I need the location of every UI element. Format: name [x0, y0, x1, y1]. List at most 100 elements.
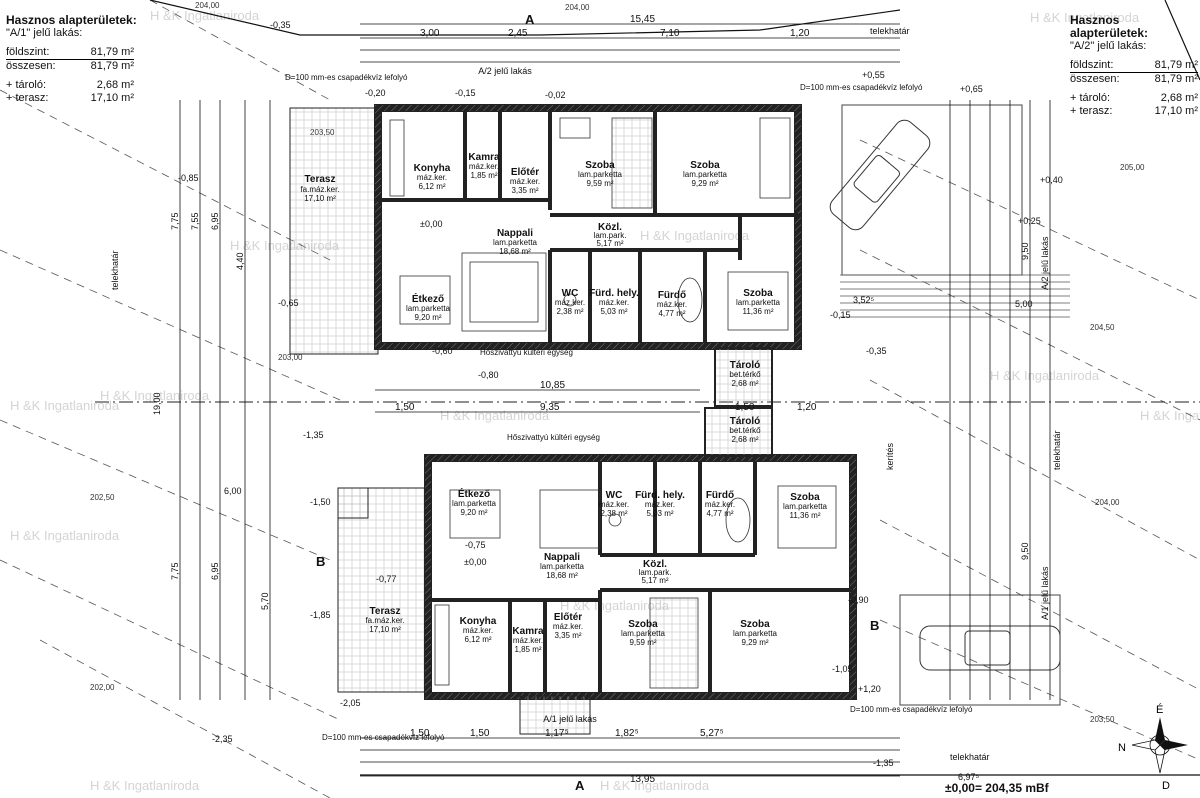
level-mark: +0,65	[960, 84, 983, 94]
svg-text:lam.parketta: lam.parketta	[736, 298, 781, 307]
dim-bottom-5: 5,27⁵	[700, 728, 724, 739]
svg-text:Nappali: Nappali	[497, 228, 533, 239]
kitchen-counter	[389, 119, 405, 197]
svg-text:Szoba: Szoba	[690, 160, 720, 171]
svg-text:lam.parketta: lam.parketta	[540, 562, 585, 571]
dim-bottom-4: 1,82⁵	[615, 728, 639, 739]
contour-label: 204,00	[565, 3, 590, 12]
svg-text:2,38 m²: 2,38 m²	[556, 307, 583, 316]
legend-row: + terasz:17,10 m²	[6, 92, 134, 104]
legend-row: földszint:81,79 m²	[1070, 59, 1198, 73]
svg-text:9,59 m²: 9,59 m²	[629, 638, 656, 647]
svg-text:Konyha: Konyha	[414, 163, 451, 174]
dim-middle-3: 1,50	[395, 402, 415, 413]
dim-right-v2: 5,00	[1015, 299, 1033, 309]
wardrobe-1	[559, 117, 591, 139]
svg-text:6,12 m²: 6,12 m²	[464, 635, 491, 644]
level-mark: -2,05	[340, 698, 361, 708]
contour-label: 202,00	[90, 683, 115, 692]
level-mark: -1,85	[310, 610, 331, 620]
svg-text:máz.ker.: máz.ker.	[705, 500, 735, 509]
watermark-text: H &K Ingatlaniroda	[150, 8, 260, 23]
legend-right: Hasznos alapterületek: "A/2" jelű lakás:…	[1070, 14, 1200, 118]
dim-top-3: 7,10	[660, 28, 680, 39]
svg-text:Terasz: Terasz	[305, 174, 336, 185]
neighbor-a2: A/2 jelű lakás	[1040, 236, 1050, 290]
room-kozl-lower: Közl.lam.park.5,17 m²	[639, 559, 672, 585]
svg-text:bet.térkő: bet.térkő	[729, 370, 761, 379]
svg-text:Tároló: Tároló	[730, 360, 761, 371]
svg-text:17,10 m²: 17,10 m²	[369, 625, 401, 634]
entrance-stairs	[519, 695, 591, 735]
watermark-text: H &K Ingatlaniroda	[990, 368, 1100, 383]
level-mark: -0,80	[478, 370, 499, 380]
terrace-lower	[337, 487, 429, 693]
svg-text:Konyha: Konyha	[460, 616, 497, 627]
legend-row: + tároló:2,68 m²	[1070, 92, 1198, 104]
svg-text:5,03 m²: 5,03 m²	[600, 307, 627, 316]
dim-bottom-total: 13,95	[630, 774, 655, 785]
dimension-lines	[179, 23, 1051, 777]
svg-text:máz.ker.: máz.ker.	[510, 177, 540, 186]
dim-right-v6: 6,97⁵	[958, 772, 980, 782]
svg-text:máz.ker.: máz.ker.	[513, 636, 543, 645]
svg-text:11,36 m²: 11,36 m²	[790, 511, 821, 520]
svg-text:Szoba: Szoba	[585, 160, 615, 171]
wall-hatch	[375, 105, 801, 349]
dim-middle-1: 10,85	[540, 380, 565, 391]
level-mark: -0,77	[376, 574, 397, 584]
compass-n: N	[1118, 742, 1126, 754]
room-furdhely-upper: Fürd. hely.máz.ker.5,03 m²	[589, 288, 639, 316]
level-mark: -0,20	[365, 88, 386, 98]
level-mark: +0,25	[1018, 216, 1041, 226]
level-mark: -1,50	[310, 497, 331, 507]
svg-text:9,20 m²: 9,20 m²	[414, 313, 441, 322]
dim-middle-2: 9,35	[540, 402, 560, 413]
svg-text:máz.ker.: máz.ker.	[553, 622, 583, 631]
svg-text:5,17 m²: 5,17 m²	[596, 239, 623, 248]
contour-label: 203,00	[278, 353, 303, 362]
level-mark: -2,35	[212, 734, 233, 744]
dim-top-1: 3,00	[420, 28, 440, 39]
legend-title: Hasznos alapterületek:	[1070, 13, 1149, 40]
level-lower: ±0,00	[464, 557, 486, 567]
svg-text:1,85 m²: 1,85 m²	[470, 171, 497, 180]
level-mark: -0,60	[432, 346, 453, 356]
section-b-right: B	[870, 618, 879, 633]
watermark-text: H &K Ingatlaniroda	[90, 778, 200, 793]
sofa-inner	[469, 261, 539, 323]
dim-right-v5: 6,00	[224, 486, 242, 496]
level-upper: ±0,00	[420, 219, 442, 229]
storage-lower	[704, 407, 773, 457]
bed	[727, 271, 789, 331]
bed	[777, 485, 837, 549]
downpipe-label-top: D=100 mm-es csapadékvíz lefolyó	[285, 73, 408, 82]
svg-text:5,17 m²: 5,17 m²	[641, 576, 668, 585]
svg-text:máz.ker.: máz.ker.	[599, 500, 629, 509]
legend-subtitle: "A/2" jelű lakás:	[1070, 40, 1147, 52]
level-mark: +0,40	[1040, 175, 1063, 185]
dim-top-total: 15,45	[630, 14, 655, 25]
legend-row: összesen:81,79 m²	[6, 60, 134, 72]
svg-text:lam.parketta: lam.parketta	[406, 304, 451, 313]
dining-table	[449, 489, 501, 539]
svg-text:Szoba: Szoba	[790, 492, 820, 503]
svg-text:lam.parketta: lam.parketta	[578, 170, 623, 179]
wall-hatch	[425, 455, 856, 699]
svg-text:17,10 m²: 17,10 m²	[304, 194, 336, 203]
svg-text:Fürd. hely.: Fürd. hely.	[635, 490, 685, 501]
watermark-text: H &K Ingatlaniroda	[10, 528, 120, 543]
svg-text:11,36 m²: 11,36 m²	[743, 307, 774, 316]
svg-text:5,03 m²: 5,03 m²	[646, 509, 673, 518]
section-a-bottom: A	[575, 778, 585, 793]
svg-text:2,68 m²: 2,68 m²	[731, 435, 758, 444]
dim-left-v2: 7,55	[190, 212, 200, 230]
